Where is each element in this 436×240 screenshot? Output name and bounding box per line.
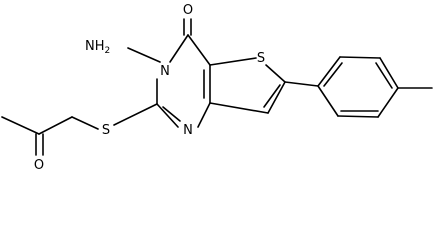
- ring-nitrogen-3-atom: N: [160, 64, 170, 79]
- ketone-oxygen-atom: O: [34, 158, 44, 173]
- molecule-structure-diagram: O NH2 N S N S O: [1, 3, 433, 173]
- thioether-sulfur-atom: S: [102, 123, 110, 138]
- amino-subscript: 2: [105, 46, 111, 56]
- bond-lines: [1, 18, 433, 156]
- amino-nh-text: NH: [85, 39, 105, 54]
- ring-nitrogen-1-atom: N: [183, 123, 193, 138]
- amino-group-label: NH2: [85, 39, 110, 56]
- atom-labels: O NH2 N S N S O: [34, 3, 265, 173]
- thiophene-sulfur-atom: S: [257, 51, 265, 66]
- carbonyl-oxygen-atom: O: [183, 3, 193, 18]
